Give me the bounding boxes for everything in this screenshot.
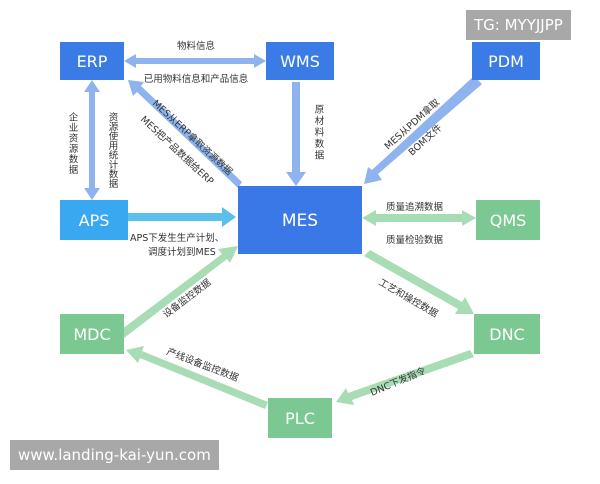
node-mes: MES bbox=[238, 186, 362, 254]
watermark-tag: TG: MYYJJPP bbox=[466, 10, 571, 40]
label-aps-to-mes-2: 调度计划到MES bbox=[148, 246, 216, 258]
arrow-mes-qms bbox=[362, 210, 476, 226]
label-aps-to-mes-1: APS下发生生产计划、 bbox=[130, 232, 224, 244]
label-wms-to-mes: 原材料数据 bbox=[313, 104, 325, 162]
arrow-mes-to-dnc bbox=[364, 250, 474, 314]
label-dnc-to-plc: DNC下发指令 bbox=[368, 364, 428, 398]
label-erp-wms-bottom: 已用物料信息和产品信息 bbox=[144, 73, 249, 85]
node-dnc-label: DNC bbox=[489, 325, 524, 344]
label-mes-to-dnc: 工艺和操控数据 bbox=[377, 276, 441, 320]
watermark-site: www.landing-kai-yun.com bbox=[10, 440, 219, 470]
arrow-erp-aps bbox=[84, 80, 100, 200]
label-mes-qms-bottom: 质量检验数据 bbox=[386, 234, 444, 246]
node-mes-label: MES bbox=[282, 211, 318, 231]
label-erp-wms-top: 物料信息 bbox=[177, 40, 215, 52]
node-dnc: DNC bbox=[474, 314, 540, 354]
arrow-mdc-to-mes bbox=[118, 246, 238, 338]
node-erp-label: ERP bbox=[77, 52, 108, 71]
label-erp-aps-left: 企业资源数据 bbox=[67, 111, 79, 175]
node-aps: APS bbox=[60, 200, 128, 240]
arrow-mes-to-erp bbox=[128, 80, 242, 188]
node-pdm-label: PDM bbox=[488, 52, 524, 71]
arrow-plc-to-mdc bbox=[126, 346, 268, 409]
node-pdm: PDM bbox=[472, 42, 540, 80]
node-mdc: MDC bbox=[60, 314, 124, 354]
node-wms: WMS bbox=[266, 42, 334, 80]
label-mes-qms-top: 质量追溯数据 bbox=[386, 201, 444, 213]
node-mdc-label: MDC bbox=[73, 325, 110, 344]
arrow-pdm-to-mes bbox=[364, 76, 482, 184]
node-erp: ERP bbox=[60, 42, 124, 80]
label-erp-aps-right: 资源使用统计数据 bbox=[107, 112, 119, 189]
node-plc: PLC bbox=[268, 398, 332, 438]
node-qms-label: QMS bbox=[490, 211, 527, 230]
node-plc-label: PLC bbox=[285, 409, 315, 428]
arrow-dnc-to-plc bbox=[336, 350, 474, 405]
node-wms-label: WMS bbox=[280, 52, 320, 71]
arrow-aps-to-mes bbox=[128, 207, 236, 227]
node-qms: QMS bbox=[476, 200, 540, 240]
arrow-wms-to-mes bbox=[286, 82, 306, 186]
node-aps-label: APS bbox=[79, 211, 110, 230]
arrow-erp-wms bbox=[124, 54, 266, 68]
